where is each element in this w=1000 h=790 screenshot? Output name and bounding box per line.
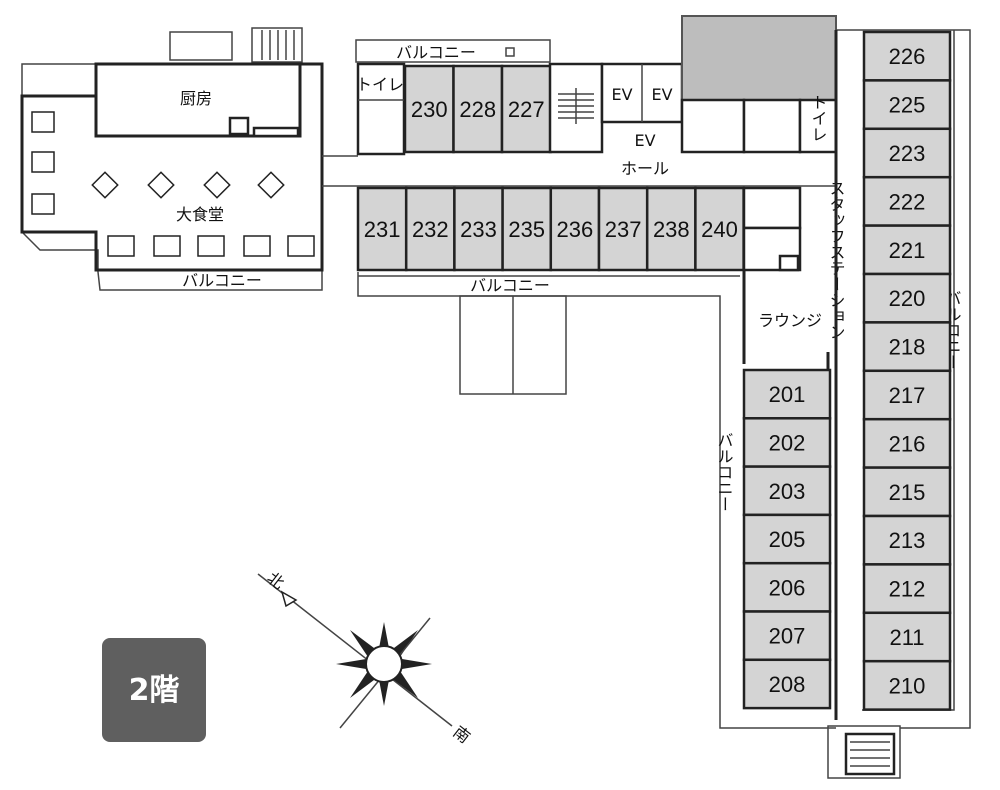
room-number-201: 201: [769, 382, 806, 407]
room-212: [862, 563, 952, 615]
ev-label-3: EV: [634, 131, 655, 150]
ev-label-1: EV: [611, 85, 632, 104]
lounge-label: ラウンジ: [758, 311, 822, 330]
room-number-202: 202: [769, 430, 806, 455]
room-220: [862, 272, 952, 324]
room-232: [404, 186, 456, 272]
room-number-217: 217: [889, 383, 926, 408]
room-number-228: 228: [459, 97, 496, 122]
room-number-230: 230: [411, 97, 448, 122]
room-number-238: 238: [653, 217, 690, 242]
room-number-222: 222: [889, 189, 926, 214]
room-216: [862, 417, 952, 469]
room-number-211: 211: [889, 625, 924, 650]
top-room-row: 230 228 227: [403, 64, 552, 154]
toilet-label-west: トイレ: [356, 75, 404, 94]
room-number-213: 213: [889, 528, 926, 553]
room-206: [742, 561, 832, 613]
room-number-215: 215: [889, 480, 926, 505]
room-235: [501, 186, 553, 272]
room-227: [500, 64, 552, 154]
compass-north-label: 北: [264, 568, 288, 593]
room-number-207: 207: [769, 624, 806, 649]
room-218: [862, 321, 952, 373]
room-215: [862, 466, 952, 518]
room-208: [742, 658, 832, 710]
balcony-label-west: バルコニー: [182, 271, 262, 290]
floor-badge: 2階: [102, 638, 206, 742]
kitchen-label: 厨房: [180, 89, 212, 108]
ev-label-2: EV: [651, 85, 672, 104]
room-number-210: 210: [889, 673, 926, 698]
room-number-206: 206: [769, 575, 806, 600]
west-wing: 厨房 大食堂 バルコニー: [20, 27, 324, 291]
dining-hall-label: 大食堂: [176, 205, 224, 224]
room-number-237: 237: [605, 217, 642, 242]
middle-room-row: 231 232 233 235 236 237 238 240: [356, 186, 745, 272]
room-number-203: 203: [769, 479, 806, 504]
hall-label: ホール: [621, 159, 669, 178]
room-240: [694, 186, 745, 272]
right-room-column: 226 225 223 222 221 220 218 217 216 215 213 212 211 2…: [862, 30, 952, 711]
room-223: [862, 127, 952, 179]
room-222: [862, 175, 952, 227]
room-202: [742, 417, 832, 468]
room-205: [742, 513, 832, 565]
room-number-233: 233: [460, 217, 497, 242]
compass-south-label: 南: [450, 722, 474, 747]
room-number-227: 227: [508, 97, 545, 122]
room-number-240: 240: [701, 217, 738, 242]
room-236: [549, 186, 601, 272]
room-203: [742, 465, 832, 517]
room-number-220: 220: [889, 286, 926, 311]
room-number-205: 205: [769, 527, 806, 552]
floor-label: 2階: [129, 673, 180, 708]
balcony-label-top: バルコニー: [396, 43, 476, 62]
room-228: [452, 64, 504, 154]
room-201: [742, 368, 832, 420]
central-block: バルコニー トイレ 230 228 227 EV EV EV トイレ ホール: [355, 15, 838, 187]
room-number-218: 218: [889, 335, 926, 360]
left-room-column: 201 202 203 205 206 207 208: [742, 368, 832, 710]
balcony-label-inner: バルコニー: [715, 432, 734, 512]
room-number-223: 223: [889, 141, 926, 166]
room-210: [862, 659, 952, 711]
room-number-232: 232: [412, 217, 449, 242]
room-number-231: 231: [364, 217, 401, 242]
room-221: [862, 224, 952, 276]
room-number-236: 236: [557, 217, 594, 242]
room-number-208: 208: [769, 672, 806, 697]
room-237: [597, 186, 649, 272]
room-number-221: 221: [889, 238, 926, 263]
room-number-212: 212: [889, 577, 926, 602]
room-number-235: 235: [508, 217, 545, 242]
compass: 北 南: [257, 568, 474, 747]
balcony-label-middle: バルコニー: [470, 276, 550, 295]
room-number-225: 225: [889, 93, 926, 118]
room-number-216: 216: [889, 431, 926, 456]
toilet-label-east: トイレ: [809, 94, 828, 142]
room-number-226: 226: [889, 44, 926, 69]
room-213: [862, 514, 952, 566]
room-207: [742, 610, 832, 662]
